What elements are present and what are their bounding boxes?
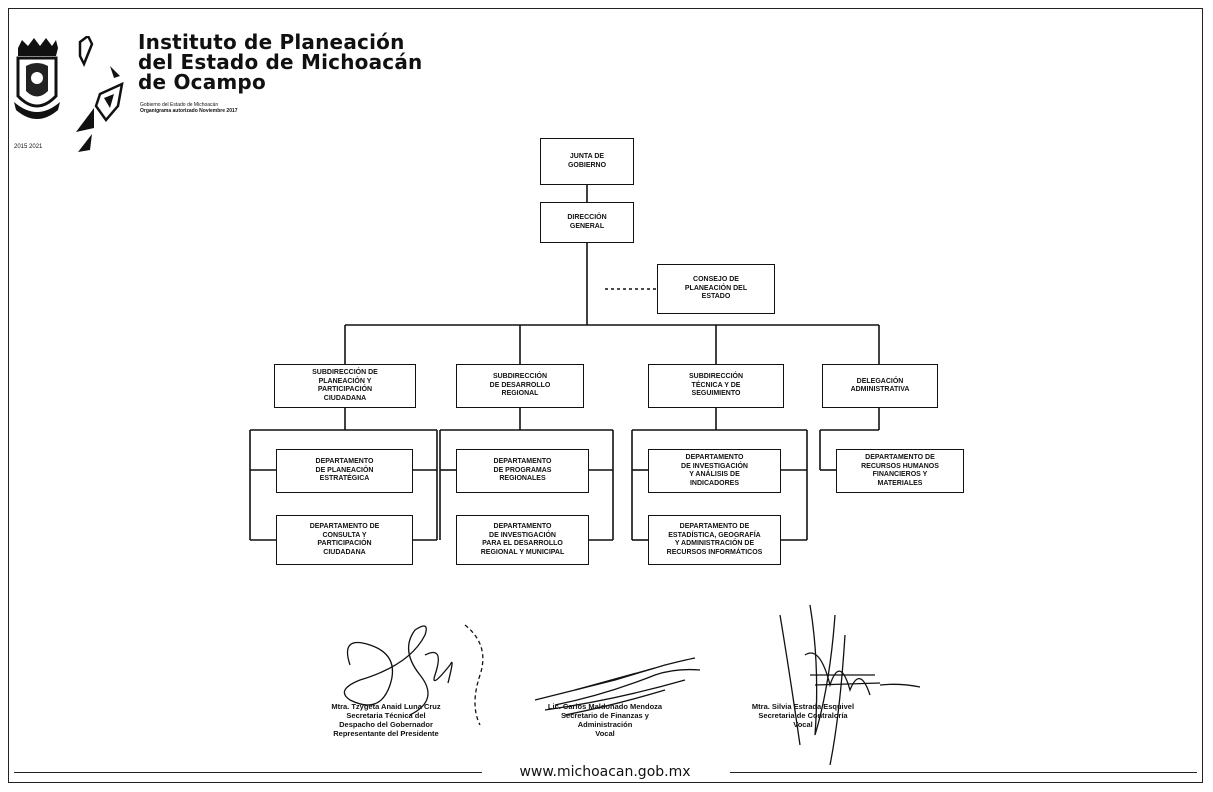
box-depto-investigacion-desarrollo: DEPARTAMENTO DE INVESTIGACIÓN PARA EL DE… xyxy=(456,515,589,565)
footer-url: www.michoacan.gob.mx xyxy=(519,764,691,780)
state-seal-logo xyxy=(14,38,60,119)
title-line: Instituto de Planeación xyxy=(138,30,405,54)
title-line: del Estado de Michoacán xyxy=(138,50,423,74)
footer-rule-left xyxy=(14,772,482,773)
box-delegacion-administrativa: DELEGACIÓN ADMINISTRATIVA xyxy=(822,364,938,408)
box-subdireccion-tecnica: SUBDIRECCIÓN TÉCNICA Y DE SEGUIMIENTO xyxy=(648,364,784,408)
signature-luna-cruz xyxy=(343,624,484,726)
institute-logo xyxy=(76,36,124,152)
signature-estrada xyxy=(779,604,921,765)
seal-years: 2015 2021 xyxy=(14,144,43,150)
title-line: de Ocampo xyxy=(138,70,266,94)
signatory-maldonado: Lic. Carlos Maldonado Mendoza Secretario… xyxy=(547,702,663,738)
box-depto-recursos-humanos: DEPARTAMENTO DE RECURSOS HUMANOS FINANCI… xyxy=(836,449,964,493)
box-depto-planeacion-estrategica: DEPARTAMENTO DE PLANEACIÓN ESTRATÉGICA xyxy=(276,449,413,493)
header-subtitle: Gobierno del Estado de Michoacán Organig… xyxy=(140,102,238,114)
subtitle-line: Gobierno del Estado de Michoacán xyxy=(140,102,219,108)
subtitle-line: Organigrama autorizado Noviembre 2017 xyxy=(140,108,238,114)
box-junta-gobierno: JUNTA DE GOBIERNO xyxy=(540,138,634,185)
signatory-luna-cruz: Mtra. Tzygeta Anaid Luna Cruz Secretaria… xyxy=(331,702,441,738)
footer-rule-right xyxy=(730,772,1197,773)
box-subdireccion-desarrollo: SUBDIRECCIÓN DE DESARROLLO REGIONAL xyxy=(456,364,584,408)
page-frame xyxy=(8,8,1203,783)
box-subdireccion-planeacion: SUBDIRECCIÓN DE PLANEACIÓN Y PARTICIPACI… xyxy=(274,364,416,408)
box-depto-consulta-participacion: DEPARTAMENTO DE CONSULTA Y PARTICIPACIÓN… xyxy=(276,515,413,565)
box-depto-estadistica-geografia: DEPARTAMENTO DE ESTADÍSTICA, GEOGRAFÍA Y… xyxy=(648,515,781,565)
box-depto-programas-regionales: DEPARTAMENTO DE PROGRAMAS REGIONALES xyxy=(456,449,589,493)
box-direccion-general: DIRECCIÓN GENERAL xyxy=(540,202,634,243)
box-depto-investigacion-indicadores: DEPARTAMENTO DE INVESTIGACIÓN Y ANÁLISIS… xyxy=(648,449,781,493)
institute-title: Instituto de Planeación del Estado de Mi… xyxy=(138,32,422,92)
box-consejo-planeacion: CONSEJO DE PLANEACIÓN DEL ESTADO xyxy=(657,264,775,314)
signatory-estrada: Mtra. Silvia Estrada Esquivel Secretaria… xyxy=(751,702,855,729)
signature-maldonado xyxy=(534,657,701,716)
